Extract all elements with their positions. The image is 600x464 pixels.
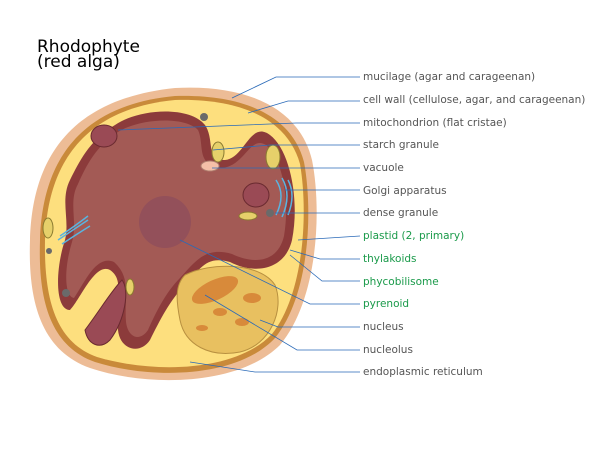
leader-line-er xyxy=(189,361,360,373)
label-thylakoids: thylakoids xyxy=(363,253,417,265)
dense-granule xyxy=(266,209,274,217)
mitochondrion xyxy=(90,124,118,148)
label-mitochondrion: mitochondrion (flat cristae) xyxy=(363,117,507,129)
starch-granule xyxy=(125,278,135,296)
label-mucilage: mucilage (agar and carageenan) xyxy=(363,71,536,83)
diagram-subtitle: (red alga) xyxy=(37,52,120,72)
vacuole xyxy=(200,160,220,172)
label-golgi: Golgi apparatus xyxy=(363,185,447,197)
dense-granule xyxy=(200,113,208,121)
chromatin xyxy=(235,318,249,326)
label-pyrenoid: pyrenoid xyxy=(363,298,410,310)
pyrenoid xyxy=(139,196,191,248)
leader-line-plastid xyxy=(297,235,361,241)
chromatin xyxy=(196,325,208,331)
mitochondrion xyxy=(242,182,270,208)
label-endoplasmic-reticulum: endoplasmic reticulum xyxy=(363,366,483,378)
chromatin xyxy=(213,308,227,316)
leader-line-nucleus xyxy=(259,319,360,328)
mitochondrion xyxy=(84,279,127,346)
starch-granule xyxy=(211,141,225,163)
label-nucleus: nucleus xyxy=(363,321,404,333)
dense-granule xyxy=(62,289,70,297)
nucleolus xyxy=(191,276,239,304)
label-cell-wall: cell wall (cellulose, agar, and carageen… xyxy=(363,94,586,106)
leader-line-nucleolus xyxy=(204,294,360,351)
label-dense-granule: dense granule xyxy=(363,207,439,219)
leader-lines xyxy=(117,76,361,373)
leader-line-mucilage xyxy=(231,76,360,99)
leader-line-pyrenoid xyxy=(179,239,360,305)
label-phycobilisome: phycobilisome xyxy=(363,276,439,288)
starch-granule xyxy=(42,217,54,239)
label-plastid: plastid (2, primary) xyxy=(363,230,465,242)
label-vacuole: vacuole xyxy=(363,162,404,174)
label-starch-granule: starch granule xyxy=(363,139,439,151)
diagram-title: Rhodophyte xyxy=(37,37,140,57)
leader-line-thylakoids xyxy=(289,249,360,260)
dense-granule xyxy=(46,248,52,254)
leader-line-mitochondrion xyxy=(117,122,360,131)
starch-granule xyxy=(265,144,281,170)
leader-line-starch-granule xyxy=(212,144,360,151)
label-nucleolus: nucleolus xyxy=(363,344,413,356)
chromatin xyxy=(243,293,261,303)
starch-granule xyxy=(238,211,258,221)
leader-line-phycobilisome xyxy=(289,254,360,282)
leader-line-cell-wall xyxy=(247,100,360,114)
